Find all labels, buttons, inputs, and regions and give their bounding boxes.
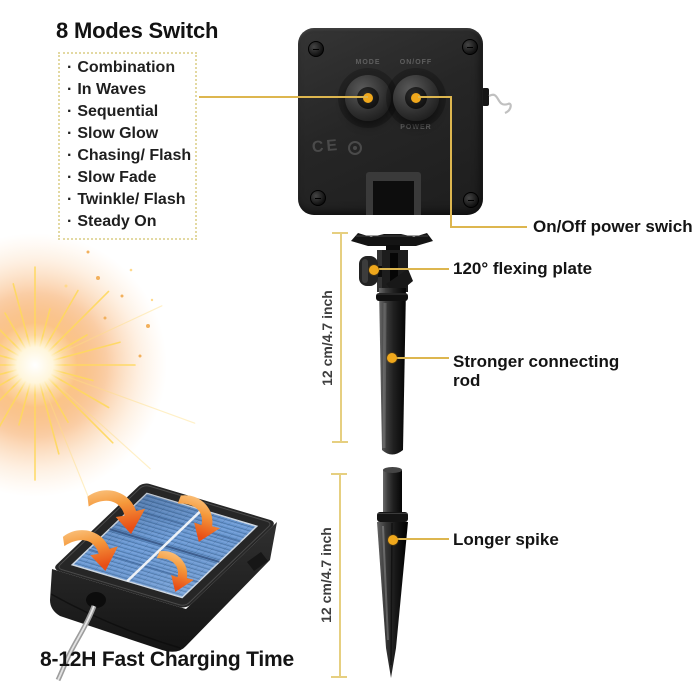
onoff-label: ON/OFF — [399, 59, 433, 66]
connecting-rod-callout: Stronger connecting rod — [453, 352, 620, 390]
panel-side-clip — [247, 552, 268, 571]
spike-measure-label: 12 cm/4.7 inch — [318, 527, 334, 623]
screw-icon — [462, 39, 478, 55]
cable-grommet — [86, 592, 106, 608]
callout-line-plate — [379, 268, 449, 270]
callout-line-power — [450, 226, 527, 228]
mode-item: ·Steady On — [67, 213, 157, 230]
modes-title: 8 Modes Switch — [56, 18, 219, 43]
panel-bus-bar — [127, 510, 202, 581]
callout-line-rod — [396, 357, 449, 359]
sun-sparkles — [64, 250, 154, 358]
modes-list: ·Combination ·In Waves ·Sequential ·Slow… — [58, 52, 197, 240]
callout-line-spike — [397, 538, 449, 540]
mode-callout-anchor — [363, 93, 373, 103]
control-box: MODE ON/OFF POWER CE — [298, 28, 483, 215]
flexing-plate-callout: 120° flexing plate — [453, 259, 593, 278]
spike-blade — [377, 522, 408, 678]
spike-callout-anchor — [388, 535, 398, 545]
sun-icon — [0, 233, 196, 505]
ce-mark: CE — [311, 136, 341, 157]
rod-shaft — [379, 288, 406, 455]
connecting-rod-illustration — [351, 233, 433, 455]
power-callout-anchor — [411, 93, 421, 103]
string-light-wire — [482, 88, 512, 115]
mode-item: ·Slow Fade — [67, 169, 157, 186]
rod-measure-line — [340, 233, 342, 443]
plate-callout-anchor — [369, 265, 379, 275]
mode-item: ·In Waves — [67, 81, 147, 98]
callout-line-modes — [199, 96, 368, 98]
solar-panel-body — [50, 522, 277, 652]
mounting-tab — [366, 172, 421, 215]
mode-item: ·Chasing/ Flash — [67, 147, 192, 164]
power-button[interactable] — [393, 75, 439, 121]
rod-measure-label: 12 cm/4.7 inch — [319, 290, 335, 386]
certification-icon — [348, 141, 362, 155]
mode-item: ·Combination — [67, 59, 176, 76]
mode-item: ·Slow Glow — [67, 125, 159, 142]
mode-item: ·Sequential — [67, 103, 159, 120]
ground-spike-illustration — [377, 467, 408, 678]
callout-line-power — [450, 96, 452, 228]
longer-spike-callout: Longer spike — [453, 530, 559, 549]
spike-measure-line — [339, 474, 341, 678]
power-switch-callout: On/Off power swich — [533, 217, 693, 236]
mode-label: MODE — [355, 59, 381, 66]
mode-item: ·Twinkle/ Flash — [67, 191, 186, 208]
callout-line-power — [418, 96, 452, 98]
power-label: POWER — [400, 124, 432, 131]
screw-icon — [310, 190, 326, 206]
screw-icon — [308, 41, 324, 57]
solar-panel-illustration — [50, 482, 277, 680]
rod-callout-anchor — [387, 353, 397, 363]
mode-button[interactable] — [345, 75, 391, 121]
flexing-plate — [351, 233, 433, 246]
charging-caption: 8-12H Fast Charging Time — [40, 648, 294, 671]
screw-icon — [463, 192, 479, 208]
